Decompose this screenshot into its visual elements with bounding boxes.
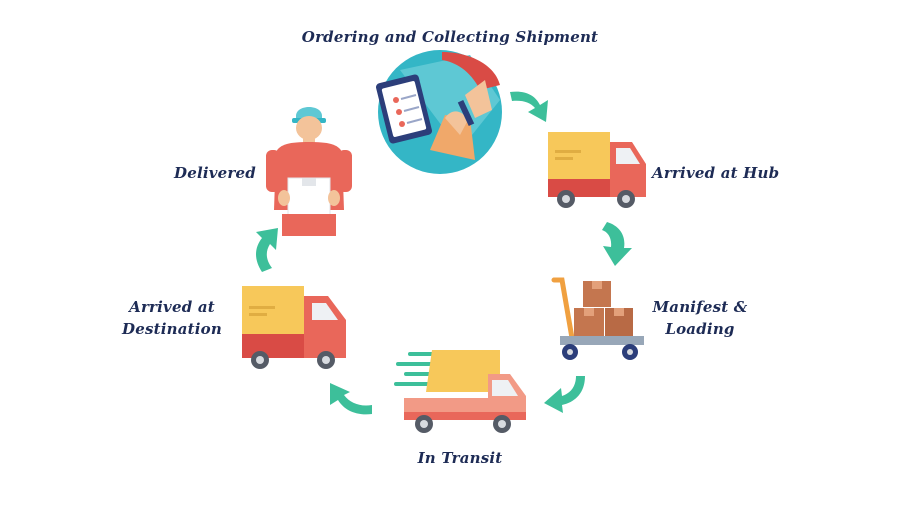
flow-arrow bbox=[510, 91, 548, 122]
step-label-destination: Arrived at Destination bbox=[112, 296, 232, 340]
hand-trolley-boxes-icon bbox=[551, 277, 644, 360]
flow-arrow bbox=[330, 383, 372, 415]
step-label-line: Loading bbox=[665, 320, 735, 338]
moving-truck-icon bbox=[394, 350, 526, 433]
step-label-hub: Arrived at Hub bbox=[652, 164, 780, 182]
clipboard-checklist-icon bbox=[376, 50, 502, 174]
courier-with-box-icon bbox=[266, 107, 352, 236]
step-label-transit: In Transit bbox=[417, 449, 503, 467]
step-label-line: Arrived at bbox=[129, 298, 215, 316]
delivery-truck-icon bbox=[242, 286, 346, 369]
step-label-line: Destination bbox=[122, 320, 222, 338]
delivery-truck-icon bbox=[548, 132, 646, 208]
step-label-manifest: Manifest & Loading bbox=[640, 296, 760, 340]
flow-arrow bbox=[544, 376, 585, 413]
step-label-line: Manifest & bbox=[652, 298, 748, 316]
step-label-ordering: Ordering and Collecting Shipment bbox=[301, 28, 599, 46]
flow-arrow bbox=[256, 228, 278, 272]
flow-arrow bbox=[602, 222, 632, 266]
step-label-delivered: Delivered bbox=[174, 164, 256, 182]
